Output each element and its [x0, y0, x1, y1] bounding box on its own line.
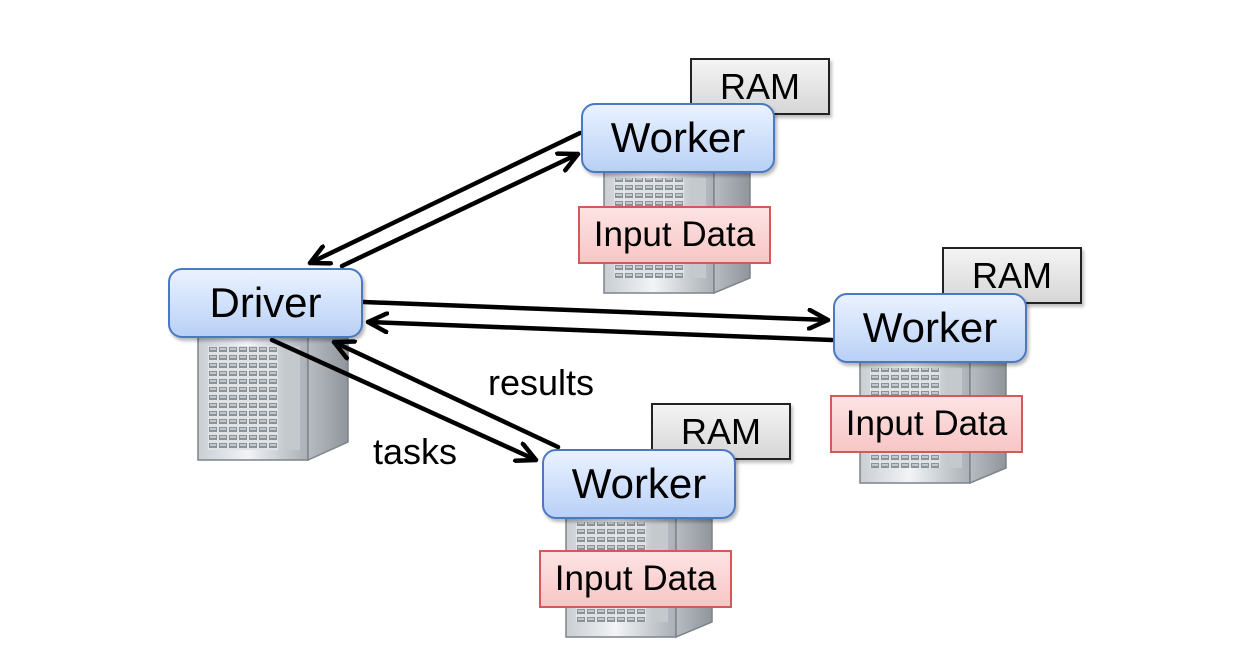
input-data-label-bottom: Input Data	[554, 559, 717, 598]
ram-label-top: RAM	[720, 65, 800, 107]
ram-label-right: RAM	[972, 254, 1052, 296]
driver-node: Driver	[168, 268, 363, 338]
input-data-label-right: Input Data	[845, 404, 1008, 443]
input-data-box-bottom: Input Data	[539, 550, 732, 608]
worker-label-right: Worker	[862, 304, 998, 351]
input-data-label-top: Input Data	[593, 215, 756, 254]
arrow-to-driver-from-bottom-worker	[331, 342, 561, 450]
worker-label-top: Worker	[610, 114, 746, 161]
arrow-to-driver-from-right-worker	[365, 322, 835, 343]
worker-node-bottom: Worker	[542, 449, 736, 519]
input-data-box-right: Input Data	[830, 395, 1023, 453]
worker-label-bottom: Worker	[571, 460, 707, 507]
arrow-to-top-worker-from-driver	[339, 154, 581, 269]
arrow-to-driver-from-top-worker	[307, 130, 583, 263]
results-label: results	[488, 362, 595, 403]
tasks-label: tasks	[373, 431, 458, 472]
ram-label-bottom: RAM	[681, 410, 761, 452]
worker-node-right: Worker	[833, 293, 1027, 363]
arrows	[269, 130, 835, 460]
arrow-to-right-worker-from-driver	[361, 299, 831, 320]
driver-label: Driver	[209, 279, 322, 326]
arrow-to-bottom-worker-from-driver	[269, 337, 539, 460]
input-data-box-top: Input Data	[578, 206, 771, 264]
worker-node-top: Worker	[581, 103, 775, 173]
